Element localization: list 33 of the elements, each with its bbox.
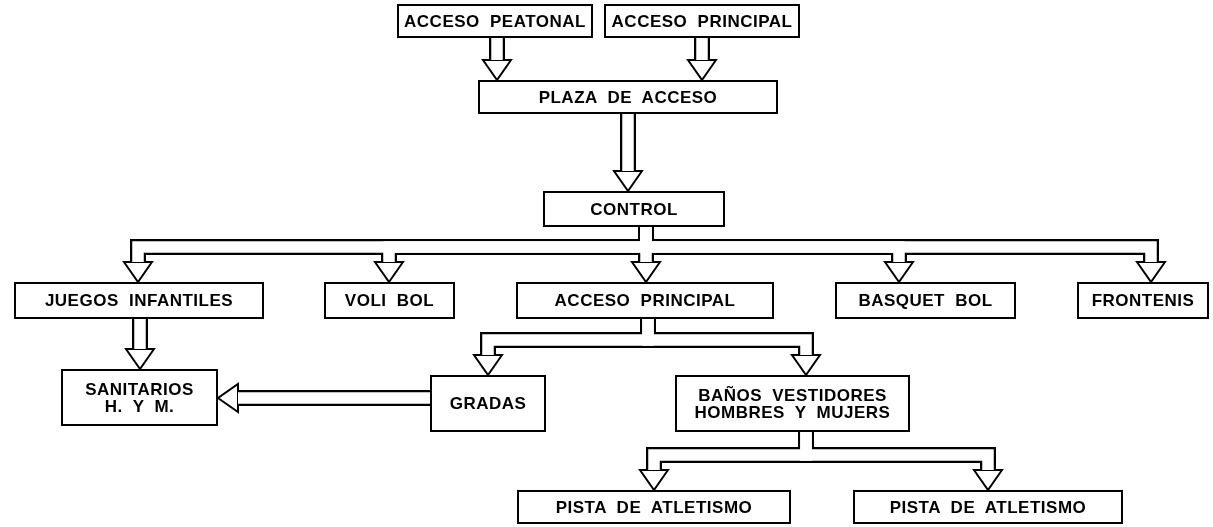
process-box bbox=[397, 4, 593, 38]
box-label: PLAZA DE ACCESO bbox=[538, 88, 718, 106]
box-label: CONTROL bbox=[590, 200, 678, 218]
box-label: ACCESO PEATONAL bbox=[404, 12, 586, 30]
hollow-arrow bbox=[687, 38, 717, 81]
box-label: JUEGOS INFANTILES bbox=[44, 292, 234, 309]
box-label: VOLI BOL bbox=[344, 292, 435, 309]
process-box bbox=[1077, 282, 1209, 319]
process-box bbox=[675, 375, 910, 432]
box-label: BASQUET BOL bbox=[858, 292, 993, 309]
box-label: ACCESO PRINCIPAL bbox=[611, 12, 793, 30]
box-label: FRONTENIS bbox=[1091, 292, 1195, 309]
box-label: ACCESO PRINCIPAL bbox=[554, 292, 736, 309]
process-box bbox=[324, 282, 455, 319]
process-box bbox=[517, 490, 791, 524]
process-box bbox=[14, 282, 264, 319]
hollow-arrow bbox=[613, 114, 643, 192]
process-box bbox=[61, 369, 218, 426]
process-box bbox=[835, 282, 1016, 319]
box-label: PISTA DE ATLETISMO bbox=[889, 498, 1087, 516]
process-box bbox=[430, 375, 546, 432]
process-box bbox=[853, 490, 1123, 524]
box-label: PISTA DE ATLETISMO bbox=[555, 498, 753, 516]
hollow-arrow bbox=[217, 383, 430, 413]
hollow-arrow bbox=[125, 319, 155, 370]
box-label: BAÑOS VESTIDORES HOMBRES Y MUJERS bbox=[693, 386, 892, 421]
process-box bbox=[604, 4, 800, 38]
process-box bbox=[478, 80, 778, 114]
hollow-arrow bbox=[482, 38, 512, 81]
box-label: SANITARIOS H. Y M. bbox=[84, 380, 195, 415]
process-box bbox=[543, 191, 725, 227]
process-box bbox=[516, 282, 774, 319]
box-label: GRADAS bbox=[449, 395, 527, 412]
